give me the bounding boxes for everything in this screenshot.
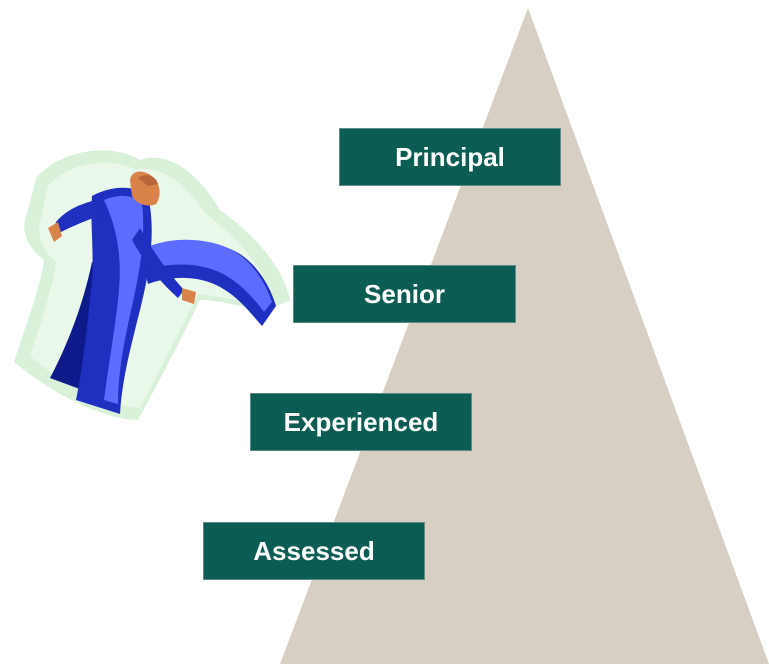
level-label-principal: Principal [395,141,505,172]
level-label-senior: Senior [364,278,445,309]
climbing-man-icon [14,150,290,420]
level-box-principal: Principal [339,128,561,186]
level-box-experienced: Experienced [250,393,472,451]
level-label-experienced: Experienced [283,406,439,437]
level-label-assessed: Assessed [253,535,375,566]
level-box-assessed: Assessed [203,522,425,580]
pyramid-shape [280,8,769,664]
level-box-senior: Senior [293,265,516,323]
